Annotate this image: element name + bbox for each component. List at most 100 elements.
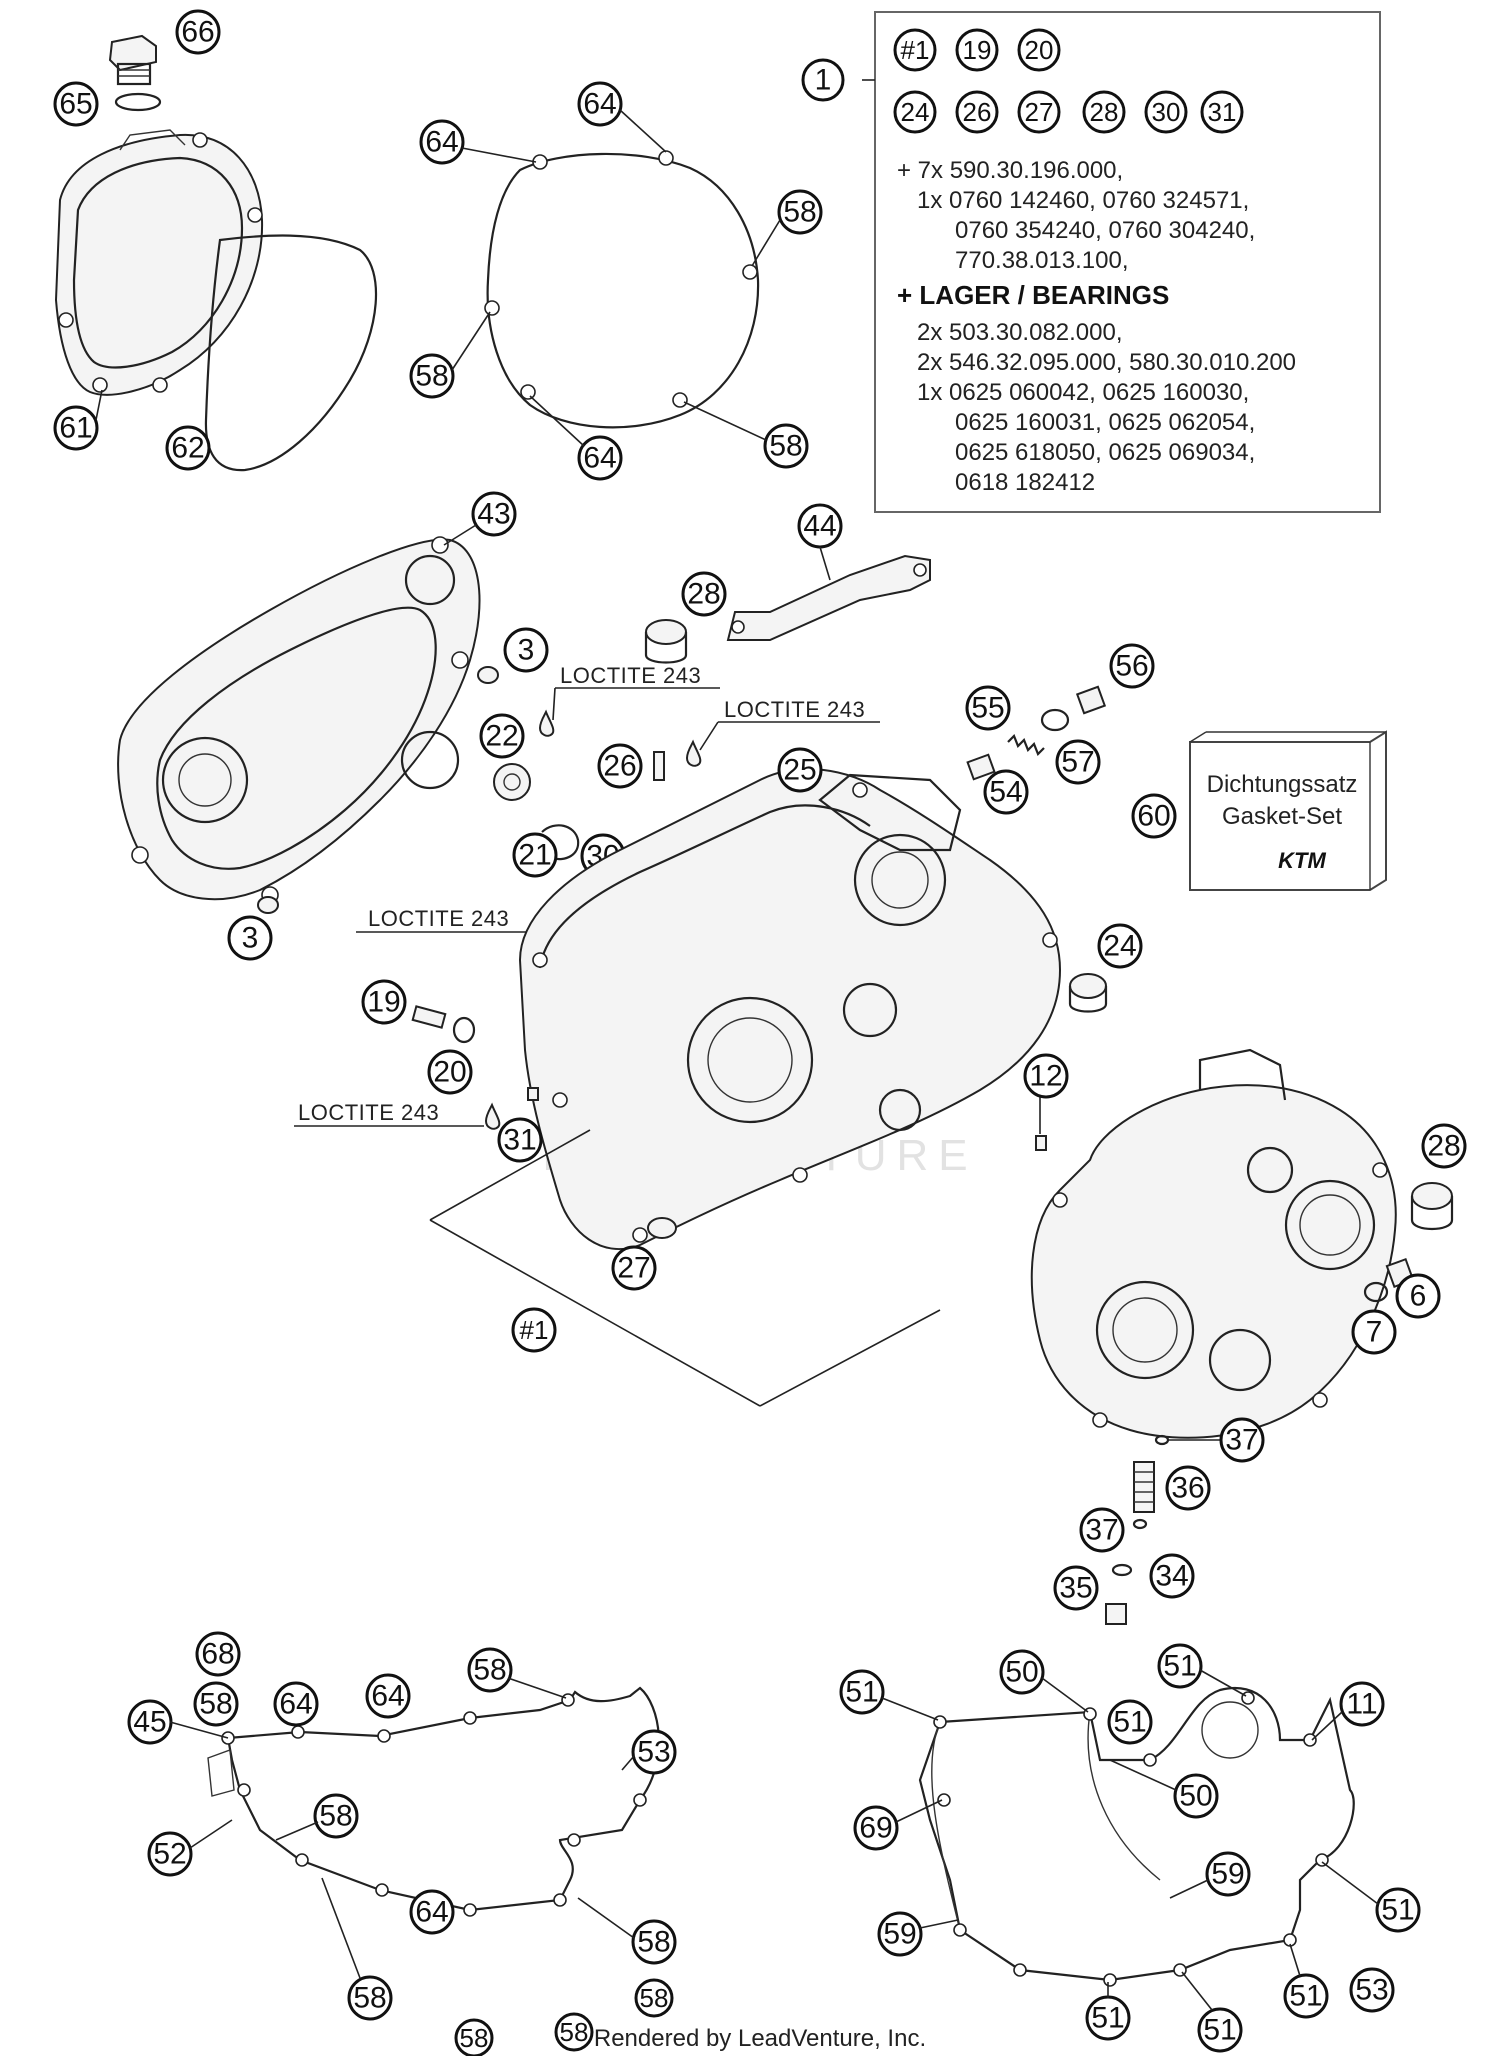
part-bracket-44 bbox=[726, 554, 931, 641]
info-line-bearings: + LAGER / BEARINGS bbox=[897, 280, 1169, 310]
callout-45[interactable]: 45 bbox=[127, 1699, 173, 1745]
part-washer-7 bbox=[1363, 1281, 1389, 1303]
callout-31[interactable]: 31 bbox=[497, 1117, 543, 1163]
callout-56[interactable]: 56 bbox=[1109, 643, 1155, 689]
callout-58-bl-right[interactable]: 58 bbox=[631, 1919, 677, 1965]
callout-58-bl-upper-right[interactable]: 58 bbox=[467, 1647, 513, 1693]
callout-58-bl-bottom-4[interactable]: 58 bbox=[634, 1978, 674, 2018]
callout-55[interactable]: 55 bbox=[965, 685, 1011, 731]
callout-68[interactable]: 68 bbox=[195, 1631, 241, 1677]
callout-25[interactable]: 25 bbox=[777, 747, 823, 793]
callout-58-bl-mid[interactable]: 58 bbox=[313, 1793, 359, 1839]
part-crankcase-left bbox=[518, 768, 1062, 1250]
callout-61[interactable]: 61 bbox=[53, 405, 99, 451]
svg-text:53: 53 bbox=[637, 1736, 670, 1769]
part-o-ring-37-lower bbox=[1132, 1518, 1148, 1530]
callout-58-bottom[interactable]: 58 bbox=[763, 423, 809, 469]
callout-51-bottom-3[interactable]: 51 bbox=[1283, 1973, 1329, 2019]
callout-64-left[interactable]: 64 bbox=[419, 119, 465, 165]
callout-58-bl-top[interactable]: 58 bbox=[193, 1681, 239, 1727]
callout-35[interactable]: 35 bbox=[1053, 1565, 1099, 1611]
part-valve-36 bbox=[1133, 1461, 1155, 1513]
info-ref-row-2: 24 26 27 28 30 31 bbox=[893, 90, 1244, 134]
callout-1[interactable]: 1 bbox=[801, 58, 845, 102]
callout-51-bottom-2[interactable]: 51 bbox=[1197, 2007, 1243, 2053]
callout-62[interactable]: 62 bbox=[165, 425, 211, 471]
callout-51-left[interactable]: 51 bbox=[839, 1669, 885, 1715]
callout-28-top[interactable]: 28 bbox=[681, 571, 727, 617]
callout-36[interactable]: 36 bbox=[1165, 1465, 1211, 1511]
callout-34[interactable]: 34 bbox=[1149, 1553, 1195, 1599]
callout-50-top[interactable]: 50 bbox=[999, 1649, 1045, 1695]
callout-53-br[interactable]: 53 bbox=[1349, 1967, 1395, 2013]
callout-37-lower[interactable]: 37 bbox=[1079, 1507, 1125, 1553]
callout-58-left[interactable]: 58 bbox=[409, 353, 455, 399]
callout-51-bottom-1[interactable]: 51 bbox=[1085, 1995, 1131, 2041]
callout-69[interactable]: 69 bbox=[853, 1805, 899, 1851]
callout-19[interactable]: 19 bbox=[361, 979, 407, 1025]
callout-3-upper[interactable]: 3 bbox=[503, 627, 549, 673]
callout-24[interactable]: 24 bbox=[1097, 923, 1143, 969]
part-plug-35 bbox=[1105, 1603, 1127, 1625]
callout-64-bottom[interactable]: 64 bbox=[577, 435, 623, 481]
info-ref-row-1: #1 19 20 bbox=[893, 28, 1061, 72]
callout-58-bl-bottom-3[interactable]: 58 bbox=[554, 2012, 594, 2052]
callout-20[interactable]: 20 bbox=[427, 1049, 473, 1095]
callout-11[interactable]: 11 bbox=[1339, 1681, 1385, 1727]
callout-52[interactable]: 52 bbox=[147, 1831, 193, 1877]
svg-text:28: 28 bbox=[687, 578, 720, 611]
callout-65[interactable]: 65 bbox=[53, 81, 99, 127]
svg-text:65: 65 bbox=[59, 88, 92, 121]
callout-64-top[interactable]: 64 bbox=[577, 81, 623, 127]
callout-59-mid[interactable]: 59 bbox=[1205, 1851, 1251, 1897]
svg-text:19: 19 bbox=[367, 986, 400, 1019]
callout-54[interactable]: 54 bbox=[983, 769, 1029, 815]
callout-60[interactable]: 60 bbox=[1131, 793, 1177, 839]
callout-51-right[interactable]: 51 bbox=[1375, 1887, 1421, 1933]
part-screw-26 bbox=[653, 751, 665, 781]
callout-64-bl-3[interactable]: 64 bbox=[409, 1889, 455, 1935]
callout-59-left[interactable]: 59 bbox=[877, 1911, 923, 1957]
callout-66[interactable]: 66 bbox=[175, 9, 221, 55]
callout-22[interactable]: 22 bbox=[479, 713, 525, 759]
part-bushing-28-right bbox=[1410, 1182, 1454, 1231]
callout-hash1[interactable]: #1 bbox=[511, 1307, 557, 1353]
callout-58-bl-bottom-2[interactable]: 58 bbox=[454, 2018, 494, 2056]
callout-12[interactable]: 12 bbox=[1023, 1053, 1069, 1099]
info-box: 1 #1 19 20 24 26 27 28 30 31 + 7x 590.30… bbox=[801, 11, 1381, 513]
svg-text:22: 22 bbox=[485, 720, 518, 753]
callout-58-bl-bottom-1[interactable]: 58 bbox=[347, 1975, 393, 2021]
info-box-frame bbox=[874, 11, 1381, 513]
callout-57[interactable]: 57 bbox=[1055, 739, 1101, 785]
gasket-set-box: Dichtungssatz Gasket-Set KTM bbox=[1189, 730, 1387, 891]
callout-6[interactable]: 6 bbox=[1395, 1273, 1441, 1319]
svg-text:64: 64 bbox=[425, 126, 458, 159]
part-screw-12 bbox=[1035, 1135, 1047, 1151]
callout-51-mid[interactable]: 51 bbox=[1107, 1699, 1153, 1745]
svg-text:66: 66 bbox=[181, 16, 214, 49]
callout-27[interactable]: 27 bbox=[611, 1245, 657, 1291]
callout-53-bl[interactable]: 53 bbox=[631, 1729, 677, 1775]
callout-28-right[interactable]: 28 bbox=[1421, 1123, 1467, 1169]
callout-64-bl-1[interactable]: 64 bbox=[273, 1681, 319, 1727]
svg-text:31: 31 bbox=[503, 1124, 536, 1157]
callout-58-right[interactable]: 58 bbox=[777, 189, 823, 235]
callout-7[interactable]: 7 bbox=[1351, 1309, 1397, 1355]
part-clutch-cover-outer bbox=[54, 129, 264, 396]
svg-text:64: 64 bbox=[583, 442, 616, 475]
svg-text:37: 37 bbox=[1225, 1424, 1258, 1457]
svg-text:62: 62 bbox=[171, 432, 204, 465]
callout-51-top[interactable]: 51 bbox=[1157, 1643, 1203, 1689]
callout-44[interactable]: 44 bbox=[797, 503, 843, 549]
part-washer-20 bbox=[452, 1016, 476, 1044]
loctite-label-1: LOCTITE 243 bbox=[560, 663, 701, 688]
svg-text:50: 50 bbox=[1179, 1780, 1212, 1813]
callout-50-mid[interactable]: 50 bbox=[1173, 1773, 1219, 1819]
callout-26[interactable]: 26 bbox=[597, 743, 643, 789]
brand-logo: KTM bbox=[1278, 848, 1326, 873]
callout-43[interactable]: 43 bbox=[471, 491, 517, 537]
callout-21[interactable]: 21 bbox=[512, 832, 558, 878]
callout-64-bl-2[interactable]: 64 bbox=[365, 1673, 411, 1719]
callout-3-lower[interactable]: 3 bbox=[227, 915, 273, 961]
callout-37-upper[interactable]: 37 bbox=[1219, 1417, 1265, 1463]
